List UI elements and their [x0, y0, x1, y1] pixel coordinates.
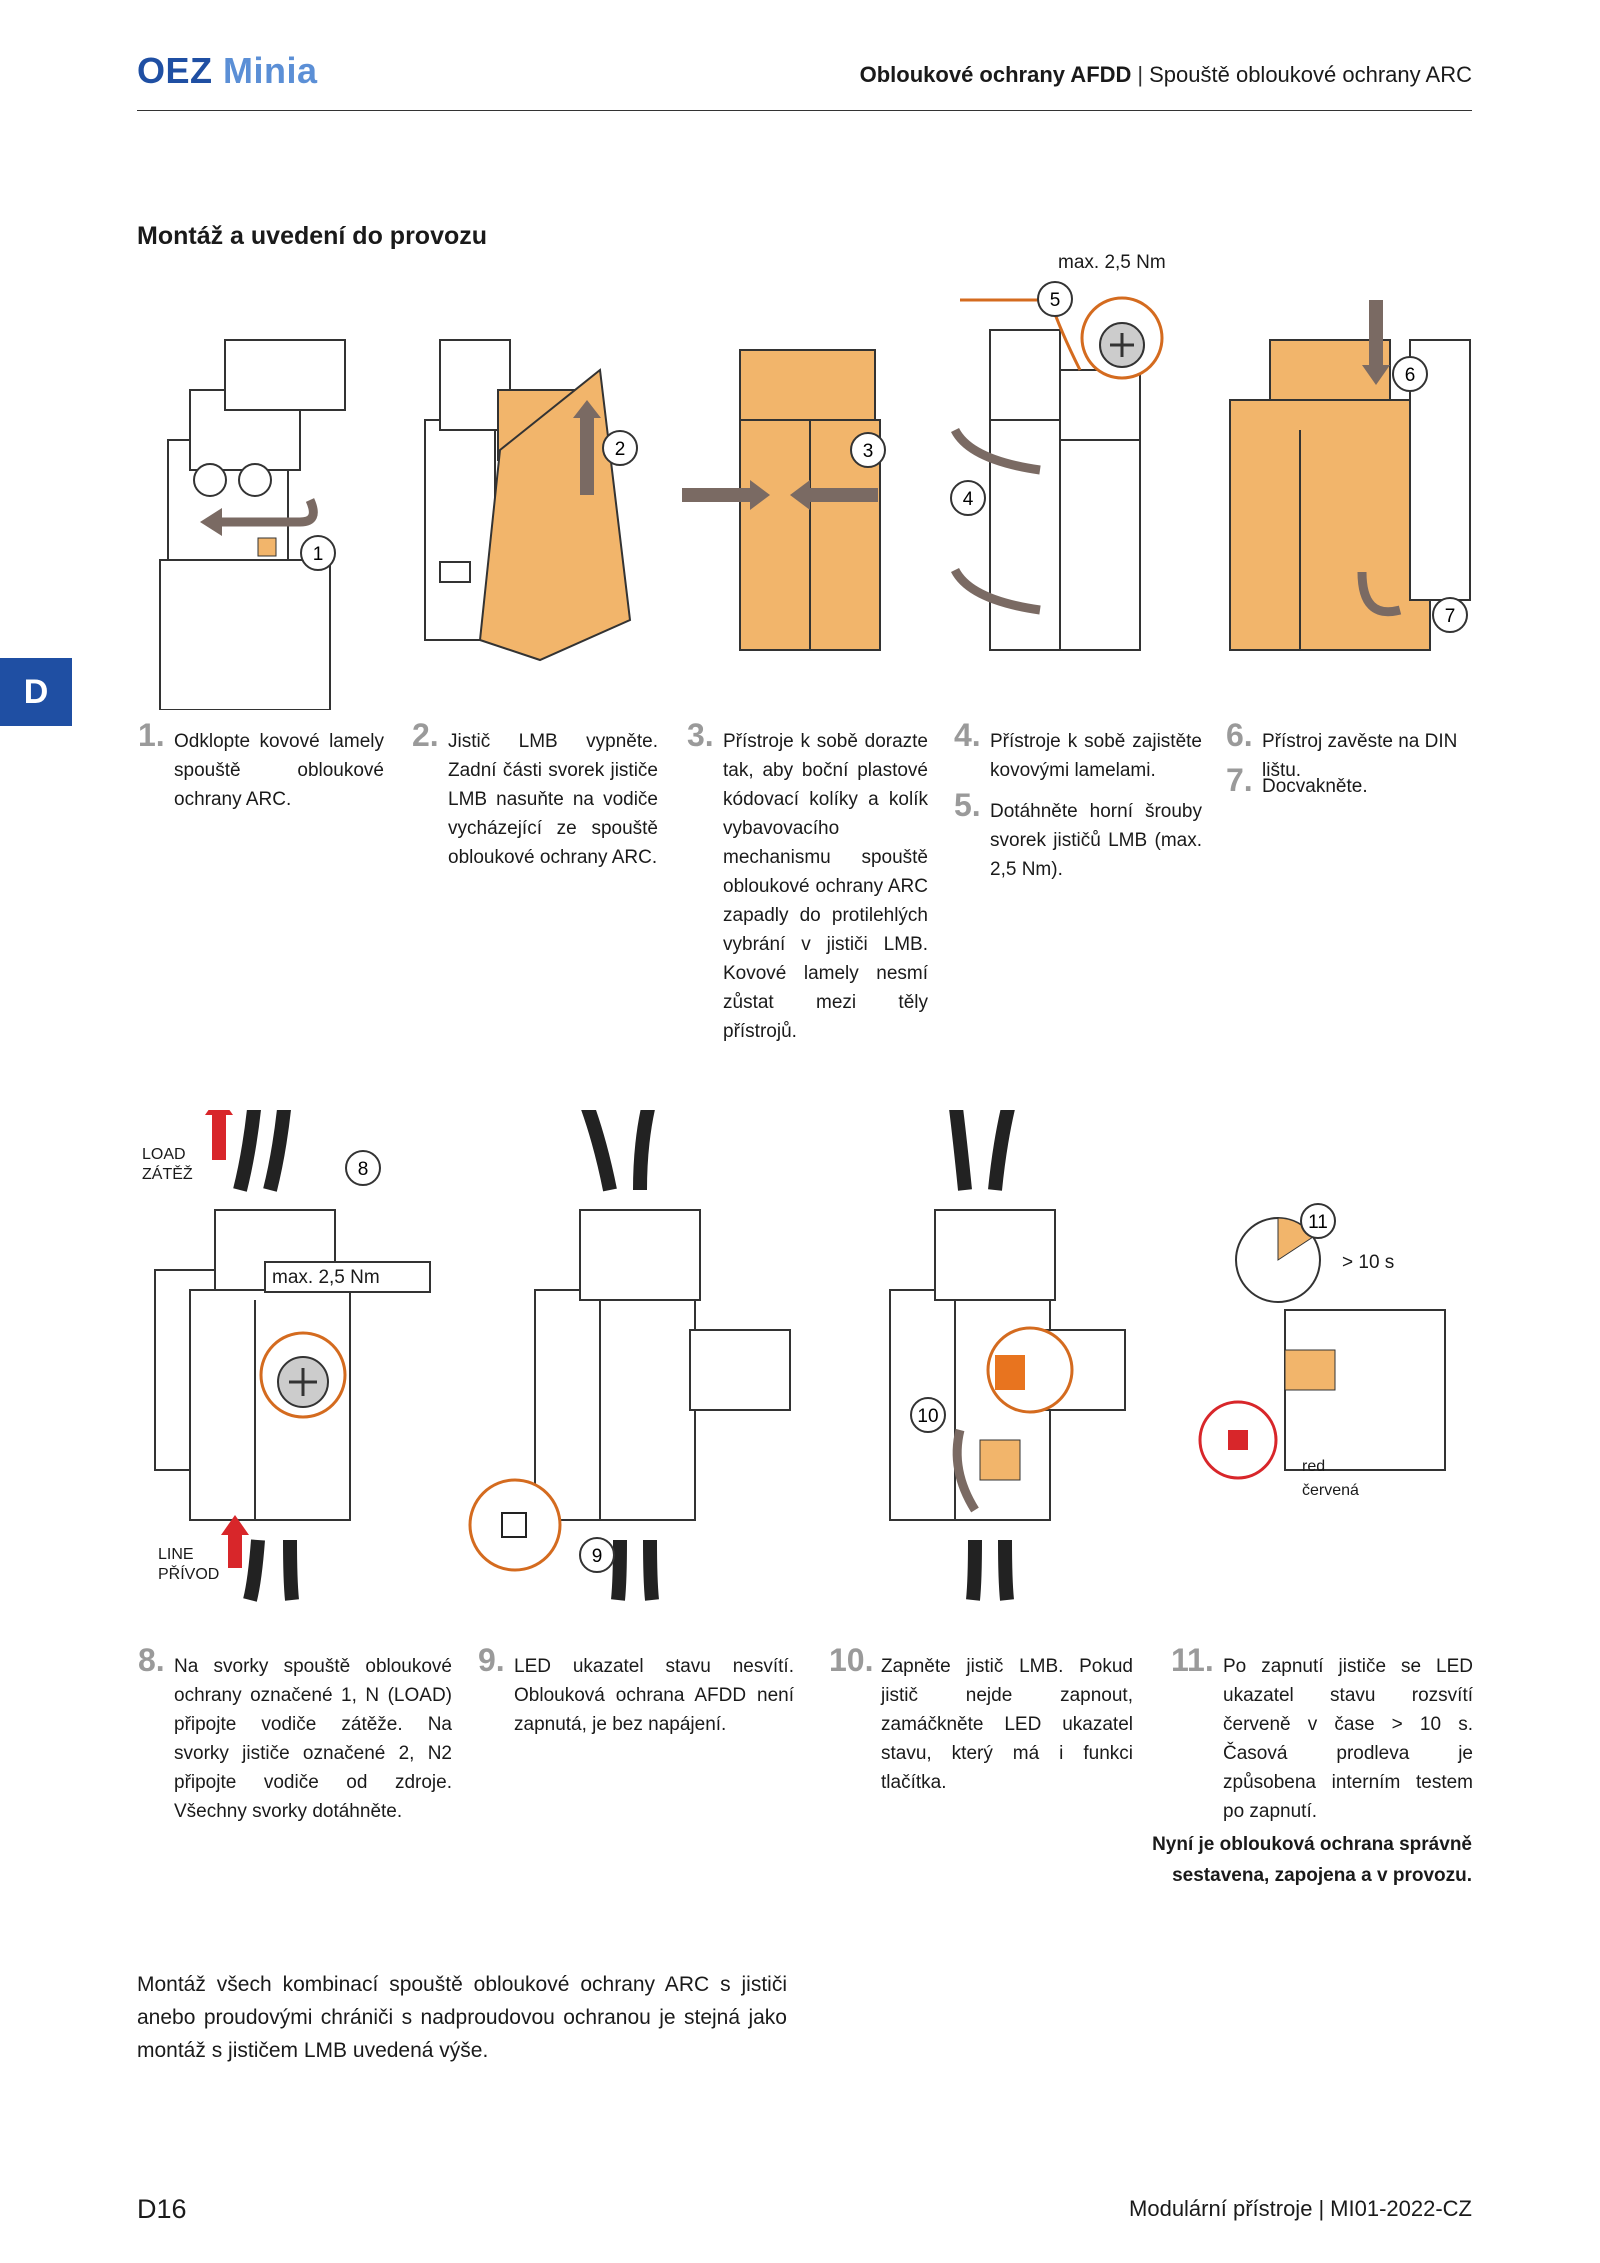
step-5: 5. Dotáhněte horní šrouby svorek jističů…: [954, 789, 1202, 884]
panel-6-7-illustration: [1229, 300, 1471, 651]
step-8: 8. Na svorky spouště obloukové ochrany o…: [138, 1644, 452, 1826]
line-label-cz: PŘÍVOD: [158, 1566, 220, 1583]
step-2-text: Jistič LMB vypněte. Zadní části svorek j…: [448, 731, 658, 868]
svg-text:8: 8: [358, 1159, 369, 1180]
step-10-number: 10.: [829, 1642, 874, 1678]
svg-text:4: 4: [963, 489, 974, 510]
load-label-cz: ZÁTĚŽ: [142, 1166, 193, 1183]
panel-11-illustration: [1198, 1217, 1446, 1480]
footer-separator: |: [1318, 2196, 1325, 2221]
marker-5: 5: [1037, 281, 1073, 317]
step-11: 11. Po zapnutí jističe se LED ukazatel s…: [1171, 1644, 1473, 1826]
panel-9-illustration: [468, 1110, 791, 1601]
header-rule: [137, 110, 1472, 111]
red-label-en: red: [1302, 1458, 1326, 1475]
step-3: 3. Přístroje k sobě dorazte tak, aby boč…: [687, 719, 928, 1046]
step-10: 10. Zapněte jistič LMB. Pokud jistič nej…: [829, 1644, 1133, 1797]
step-7: 7. Docvakněte.: [1226, 764, 1472, 801]
marker-9: 9: [579, 1537, 615, 1573]
page-number: D16: [137, 2194, 187, 2224]
section-header: Obloukové ochrany AFDD|Spouště obloukové…: [860, 62, 1472, 88]
line-label-en: LINE: [158, 1546, 194, 1563]
final-line-2: sestavena, zapojena a v provozu.: [1172, 1865, 1472, 1886]
step-11-number: 11.: [1171, 1642, 1214, 1678]
catalog-reference: Modulární přístroje|MI01-2022-CZ: [1129, 2196, 1472, 2222]
marker-6: 6: [1392, 356, 1428, 392]
panel-3-illustration: [682, 349, 881, 651]
page-title: Montáž a uvedení do provozu: [137, 222, 488, 250]
step-3-text: Přístroje k sobě dorazte tak, aby boční …: [723, 731, 928, 1042]
step-4-text: Přístroje k sobě zajistěte kovovými lame…: [990, 731, 1202, 781]
red-label-cz: červená: [1302, 1482, 1359, 1499]
chapter-tab: D: [0, 658, 72, 726]
section-regular: Spouště obloukové ochrany ARC: [1149, 62, 1472, 87]
panel-10-illustration: [889, 1110, 1126, 1601]
step-2-number: 2.: [412, 717, 439, 753]
step-7-number: 7.: [1226, 762, 1253, 798]
step-1-text: Odklopte kovové lamely spouště obloukové…: [174, 731, 384, 810]
brand-name: OEZ: [137, 50, 213, 91]
final-line-1: Nyní je oblouková ochrana správně: [1152, 1834, 1472, 1855]
step-1-number: 1.: [138, 717, 165, 753]
section-bold: Obloukové ochrany AFDD: [859, 62, 1132, 87]
svg-text:11: 11: [1308, 1212, 1328, 1233]
brand-logo: OEZ Minia: [137, 50, 318, 92]
step-4-number: 4.: [954, 717, 981, 753]
marker-1: 1: [300, 535, 336, 571]
step-6: 6. Přístroj zavěste na DIN lištu.: [1226, 719, 1472, 785]
panel-8-illustration: [154, 1110, 431, 1602]
step-5-number: 5.: [954, 787, 981, 823]
panel-4-5-illustration: [950, 296, 1164, 651]
panel-1-illustration: [159, 339, 346, 710]
marker-3: 3: [850, 432, 886, 468]
marker-10: 10: [910, 1397, 946, 1433]
catalog-name: Modulární přístroje: [1129, 2196, 1313, 2221]
step-3-number: 3.: [687, 717, 714, 753]
step-11-text: Po zapnutí jističe se LED ukazatel stavu…: [1223, 1656, 1473, 1822]
step-9-text: LED ukazatel stavu nesvítí. Oblouková oc…: [514, 1656, 794, 1735]
load-label-en: LOAD: [142, 1146, 186, 1163]
step-5-text: Dotáhněte horní šrouby svorek jističů LM…: [990, 801, 1202, 880]
wiring-figure-bottom: 8 9 10 11: [154, 1110, 1446, 1602]
svg-text:3: 3: [863, 441, 874, 462]
time-label: > 10 s: [1342, 1252, 1395, 1273]
step-7-text: Docvakněte.: [1262, 776, 1368, 797]
svg-text:9: 9: [592, 1546, 603, 1567]
marker-7: 7: [1432, 597, 1468, 633]
step-9: 9. LED ukazatel stavu nesvítí. Oblouková…: [478, 1644, 794, 1739]
step-2: 2. Jistič LMB vypněte. Zadní části svore…: [412, 719, 658, 872]
step-6-number: 6.: [1226, 717, 1253, 753]
torque-label-top: max. 2,5 Nm: [1058, 252, 1166, 273]
product-name: Minia: [223, 50, 318, 91]
final-statement: Nyní je oblouková ochrana správně sestav…: [1152, 1829, 1472, 1891]
marker-11: 11: [1300, 1203, 1336, 1239]
step-10-text: Zapněte jistič LMB. Pokud jistič nejde z…: [881, 1656, 1133, 1793]
marker-2: 2: [602, 430, 638, 466]
svg-text:2: 2: [615, 439, 626, 460]
svg-text:1: 1: [313, 544, 324, 565]
svg-text:10: 10: [917, 1406, 938, 1427]
panel-2-illustration: [424, 339, 632, 662]
marker-8: 8: [345, 1150, 381, 1186]
assembly-note: Montáž všech kombinací spouště obloukové…: [137, 1973, 787, 2062]
step-8-text: Na svorky spouště obloukové ochrany ozna…: [174, 1656, 452, 1822]
svg-text:6: 6: [1405, 365, 1416, 386]
svg-text:5: 5: [1050, 290, 1061, 311]
svg-text:7: 7: [1445, 606, 1456, 627]
step-4: 4. Přístroje k sobě zajistěte kovovými l…: [954, 719, 1202, 785]
load-label: LOAD ZÁTĚŽ: [142, 1145, 193, 1185]
red-label: red červená: [1302, 1455, 1359, 1503]
torque-label-bottom: max. 2,5 Nm: [272, 1267, 380, 1288]
catalog-code: MI01-2022-CZ: [1330, 2196, 1472, 2221]
assembly-figure-top: 1 2 3 4 5 6 7: [159, 281, 1471, 710]
header-separator: |: [1137, 62, 1144, 87]
step-8-number: 8.: [138, 1642, 165, 1678]
line-label: LINE PŘÍVOD: [158, 1545, 219, 1585]
step-9-number: 9.: [478, 1642, 505, 1678]
step-1: 1. Odklopte kovové lamely spouště oblouk…: [138, 719, 384, 814]
step-6-text: Přístroj zavěste na DIN lištu.: [1262, 731, 1458, 781]
marker-4: 4: [950, 480, 986, 516]
